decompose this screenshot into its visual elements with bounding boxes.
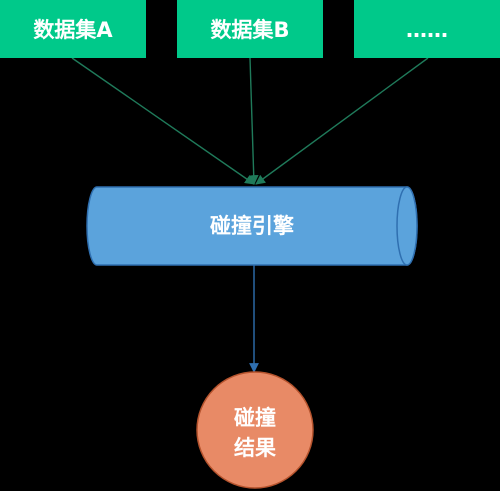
result-label-line1: 碰撞	[234, 406, 276, 430]
arrow-source-a-to-engine	[71, 57, 255, 185]
source-box-more: ……	[354, 0, 500, 58]
engine-label: 碰撞引擎	[210, 214, 294, 238]
source-box-b: 数据集B	[177, 0, 323, 58]
result-circle: 碰撞 结果	[196, 371, 314, 489]
arrow-source-more-to-engine	[255, 57, 429, 185]
source-more-label: ……	[406, 18, 448, 42]
source-b-label: 数据集B	[210, 18, 289, 42]
result-label-line2: 结果	[234, 436, 276, 460]
arrow-source-b-to-engine	[248, 57, 259, 185]
engine-cylinder: 碰撞引擎	[86, 186, 418, 266]
source-box-a: 数据集A	[0, 0, 146, 58]
source-a-label: 数据集A	[33, 18, 113, 42]
